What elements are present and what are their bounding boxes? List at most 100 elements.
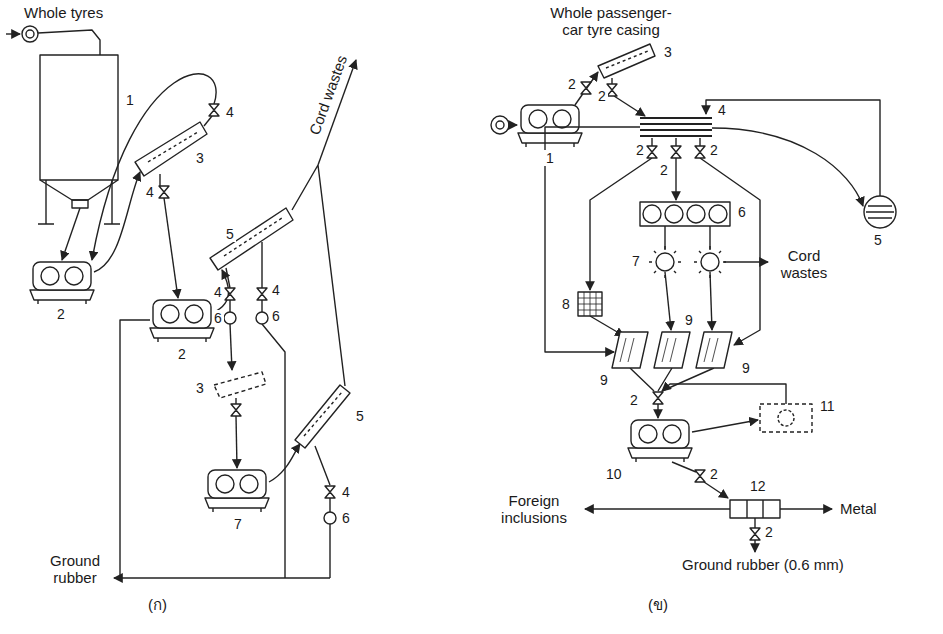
hopper [38, 180, 120, 224]
valve-symbol [647, 146, 657, 158]
flow-line [545, 127, 640, 352]
valve-symbol [257, 288, 267, 300]
flow-line [724, 261, 768, 262]
valve-symbol [225, 288, 235, 300]
flow-line [706, 100, 880, 196]
panel-label: (ก) [146, 596, 169, 613]
callout-number: 2 [708, 466, 720, 482]
separator [295, 385, 350, 448]
feeder-symbol [324, 512, 336, 524]
separator [864, 196, 896, 228]
flow-line [159, 174, 160, 186]
flow-label: Metal [838, 500, 879, 517]
flow-line [710, 272, 712, 330]
flow-line [114, 577, 330, 578]
panel-label: (ข) [646, 596, 670, 613]
callout-number: 4 [212, 284, 224, 300]
callout-number: 5 [354, 408, 366, 424]
callout-number: 3 [194, 150, 206, 166]
flow-line [704, 482, 728, 498]
flow-line [692, 420, 758, 432]
separator [687, 205, 705, 223]
separator [747, 500, 763, 518]
valve-symbol [159, 186, 169, 198]
callout-number: 9 [740, 360, 752, 376]
separator [640, 118, 712, 136]
flow-line [92, 74, 216, 260]
separator [304, 392, 342, 436]
flow-line [120, 320, 150, 578]
callout-number: 11 [818, 398, 837, 414]
flow-line [545, 72, 880, 552]
callout-number: 2 [763, 524, 775, 540]
tyre-feed [496, 121, 504, 129]
flow-line [585, 508, 730, 509]
callout-number: 1 [544, 150, 556, 166]
callout-number: 7 [630, 253, 642, 269]
callout-number: 2 [55, 306, 67, 322]
valve-symbol [231, 404, 241, 416]
callout-number: 3 [662, 44, 674, 60]
callout-number: 4 [224, 104, 236, 120]
flow-line [780, 508, 832, 509]
separator [135, 122, 350, 448]
separator [643, 205, 661, 223]
roller-mill [518, 105, 692, 462]
roller-mill [205, 470, 269, 512]
flow-line [262, 324, 285, 578]
flow-line [611, 78, 612, 84]
flow-label: Cord wastes [305, 51, 351, 139]
flow-line [662, 384, 786, 404]
tyre-feed [491, 116, 517, 134]
roller-mill [628, 420, 692, 462]
flow-line [652, 138, 700, 146]
tyre-feed [6, 33, 20, 34]
valve-symbol [581, 82, 760, 540]
flow-line [575, 72, 598, 105]
hopper [38, 55, 120, 224]
feeder-symbol [224, 312, 236, 324]
separator [760, 404, 812, 432]
screen-drum [701, 253, 719, 271]
flow-line [236, 416, 237, 468]
flow-line [590, 316, 624, 336]
roller-mill [150, 300, 214, 342]
separator [606, 51, 648, 68]
roller-mill [30, 262, 269, 512]
callout-number: 6 [212, 310, 224, 326]
flow-line [292, 165, 345, 386]
valve-symbol [159, 104, 335, 498]
valve-symbol [695, 146, 705, 158]
flow-label: Foreign inclusions [486, 492, 582, 527]
flow-line [164, 198, 178, 298]
callout-number: 9 [683, 312, 695, 328]
callout-number: 12 [748, 478, 768, 494]
valve-symbol [653, 392, 663, 404]
callout-number: 5 [224, 226, 236, 242]
screen-drum [694, 246, 726, 278]
separator [578, 292, 602, 316]
tyre-feed [22, 26, 38, 42]
separator [210, 208, 293, 270]
callout-number: 2 [596, 88, 608, 104]
separator [135, 122, 207, 176]
separator [620, 338, 718, 362]
flow-label: Ground rubber [40, 552, 110, 587]
valve-symbol [695, 470, 705, 482]
separator [730, 500, 780, 518]
separator [709, 205, 727, 223]
flow-label: Whole passenger-car tyre casing [545, 4, 677, 39]
callout-number: 6 [340, 510, 352, 526]
callout-number: 4 [270, 282, 282, 298]
separator [598, 44, 655, 78]
screen-drum [649, 246, 726, 278]
screen-drum [649, 246, 681, 278]
callout-number: 1 [124, 92, 136, 108]
tyre-feed [509, 124, 517, 125]
flow-line [614, 96, 645, 116]
valve-symbol [209, 104, 219, 116]
callout-number: 2 [708, 142, 720, 158]
flow-line [665, 272, 671, 330]
flow-line [665, 226, 710, 250]
